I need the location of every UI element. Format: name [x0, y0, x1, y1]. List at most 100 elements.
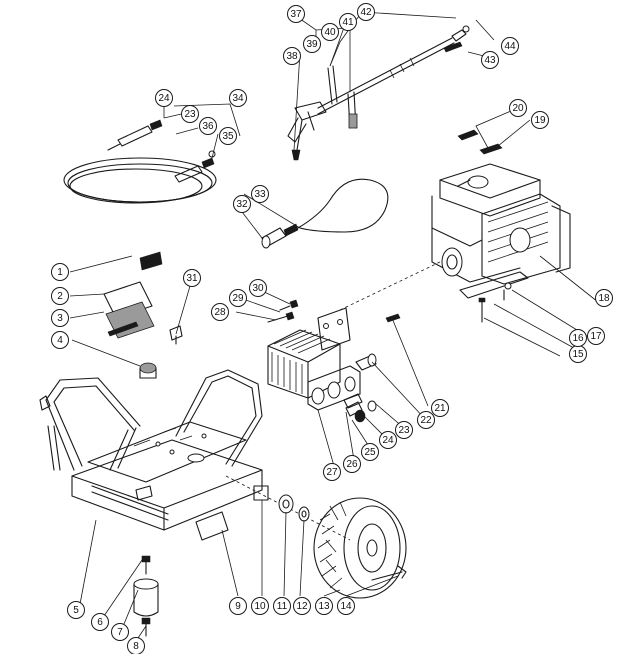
callout-43: 43 [481, 51, 499, 69]
callout-18: 18 [595, 289, 613, 307]
spray-wand-assembly [287, 25, 470, 161]
callout-number: 5 [73, 605, 79, 616]
callout-circle [111, 623, 129, 641]
callout-number: 35 [222, 131, 234, 142]
callout-40: 40 [321, 23, 339, 41]
callout-number: 42 [360, 7, 372, 18]
callout-number: 7 [117, 627, 123, 638]
callout-circle [229, 89, 247, 107]
callout-circle [339, 13, 357, 31]
callout-20: 20 [509, 99, 527, 117]
callout-5: 5 [67, 601, 85, 619]
callout-number: 9 [235, 601, 241, 612]
callout-44: 44 [501, 37, 519, 55]
callout-29: 29 [229, 289, 247, 307]
callout-circle [417, 411, 435, 429]
callout-3: 3 [51, 309, 69, 327]
callout-31: 31 [183, 269, 201, 287]
callout-37: 37 [287, 5, 305, 23]
callout-circle [127, 637, 145, 654]
callout-number: 33 [254, 189, 266, 200]
callout-number: 22 [420, 415, 432, 426]
callout-number: 23 [398, 425, 410, 436]
callout-number: 39 [306, 39, 318, 50]
callout-circle [379, 431, 397, 449]
callout-12: 12 [293, 597, 311, 615]
callout-number: 11 [277, 601, 288, 612]
callout-33: 33 [251, 185, 269, 203]
callout-circle [155, 89, 173, 107]
callout-number: 3 [57, 313, 63, 324]
callout-number: 26 [346, 459, 358, 470]
callout-circle [501, 37, 519, 55]
callout-number: 12 [296, 601, 308, 612]
callout-number: 34 [232, 93, 244, 104]
decals [457, 129, 503, 155]
callout-15: 15 [569, 345, 587, 363]
callout-30: 30 [249, 279, 267, 297]
inlet-hose-assembly [261, 178, 389, 249]
callout-number: 40 [324, 27, 336, 38]
callout-16: 16 [569, 329, 587, 347]
callout-23: 23 [395, 421, 413, 439]
callout-28: 28 [211, 303, 229, 321]
callout-number: 19 [534, 115, 546, 126]
callout-34: 34 [229, 89, 247, 107]
callout-circle [357, 3, 375, 21]
callout-42: 42 [357, 3, 375, 21]
callout-number: 23 [184, 109, 196, 120]
callout-number: 2 [57, 291, 63, 302]
callout-number: 16 [572, 333, 584, 344]
callout-number: 27 [326, 467, 338, 478]
callout-circle [337, 597, 355, 615]
callout-circle [343, 455, 361, 473]
callout-number: 18 [598, 293, 610, 304]
callout-circle [569, 329, 587, 347]
callout-circle [293, 597, 311, 615]
callout-number: 30 [252, 283, 264, 294]
engine-assembly [339, 163, 571, 323]
callout-39: 39 [303, 35, 321, 53]
pressure-hose-assembly [63, 119, 217, 204]
wheel-assembly [313, 497, 407, 599]
callout-circle [183, 269, 201, 287]
callout-number: 21 [434, 403, 446, 414]
callout-circle [199, 117, 217, 135]
callout-22: 22 [417, 411, 435, 429]
callout-number: 15 [572, 349, 584, 360]
callout-number: 6 [97, 617, 103, 628]
callout-circle [531, 111, 549, 129]
callout-17: 17 [587, 327, 605, 345]
callout-number: 41 [342, 17, 354, 28]
callout-circle [431, 399, 449, 417]
callout-circle [51, 263, 69, 281]
callout-circle [361, 443, 379, 461]
callout-23: 23 [181, 105, 199, 123]
callout-circle [595, 289, 613, 307]
decal-parts [103, 251, 183, 379]
callout-10: 10 [251, 597, 269, 615]
callout-circle [229, 289, 247, 307]
pump-assembly [267, 299, 401, 423]
callout-27: 27 [323, 463, 341, 481]
callout-circle [251, 185, 269, 203]
callout-2: 2 [51, 287, 69, 305]
callout-number: 24 [382, 435, 394, 446]
callout-circle [509, 99, 527, 117]
callout-circle [273, 597, 291, 615]
callout-number: 43 [484, 55, 496, 66]
callout-circle [395, 421, 413, 439]
foot-bumper [133, 555, 159, 637]
callout-number: 37 [290, 9, 302, 20]
callout-4: 4 [51, 331, 69, 349]
callout-24: 24 [379, 431, 397, 449]
callout-number: 14 [340, 601, 352, 612]
callout-circle [181, 105, 199, 123]
callout-number: 8 [133, 641, 139, 652]
callout-number: 32 [236, 199, 248, 210]
callout-38: 38 [283, 47, 301, 65]
callout-24: 24 [155, 89, 173, 107]
callout-circle [229, 597, 247, 615]
